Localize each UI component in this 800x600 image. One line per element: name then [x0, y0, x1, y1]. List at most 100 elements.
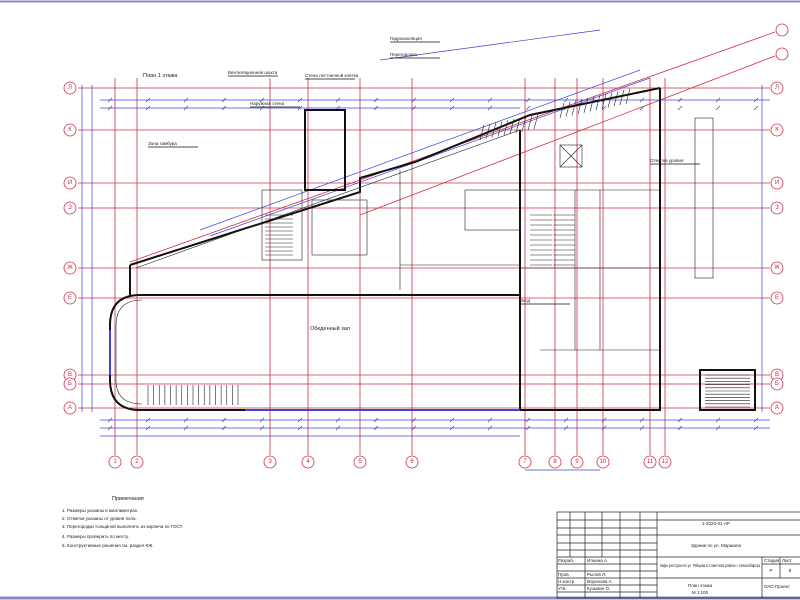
dimension-tick — [715, 105, 721, 111]
callout-label: Зона тамбура — [148, 141, 177, 146]
person-name: Ильина А. — [587, 558, 608, 563]
dimension-tick — [259, 417, 265, 423]
dimension-tick — [525, 97, 531, 103]
note-item: 2. Отметки указаны от уровня пола. — [62, 516, 137, 521]
dimension-tick — [563, 417, 569, 423]
dimension-tick — [259, 97, 265, 103]
row-axis-marker — [770, 123, 784, 137]
column-axis-label: 7 — [523, 459, 527, 465]
dimension-tick — [563, 425, 569, 431]
dimension-tick — [183, 425, 189, 431]
building-plan — [109, 87, 756, 411]
row-axis-label: З — [775, 205, 779, 211]
sheet-label: Лист — [782, 558, 792, 563]
dimension-tick — [145, 97, 151, 103]
dimension-tick — [221, 105, 227, 111]
row-axis-label: З — [68, 205, 72, 211]
dimension-tick — [563, 97, 569, 103]
row-axis-label: Е — [68, 295, 72, 301]
row-axis-marker — [63, 201, 77, 215]
role: Разраб. — [558, 558, 574, 563]
column-axis-label: 5 — [358, 459, 362, 465]
column-axis-label: 2 — [135, 459, 139, 465]
callout-label: Наружная стена — [250, 101, 284, 106]
dimension-tick — [715, 97, 721, 103]
dimension-tick — [411, 417, 417, 423]
dimension-tick — [525, 417, 531, 423]
dimension-tick — [487, 97, 493, 103]
row-axis-marker — [63, 377, 77, 391]
column-axis-label: 1 — [113, 459, 117, 465]
row-axis-marker — [770, 81, 784, 95]
dimension-tick — [601, 417, 607, 423]
dimension-tick — [145, 425, 151, 431]
column-axis-marker — [108, 455, 122, 469]
dimension-tick — [107, 417, 113, 423]
dimension-tick — [183, 105, 189, 111]
column-axis-marker — [405, 455, 419, 469]
column-axis-label: 6 — [410, 459, 414, 465]
dimension-tick — [639, 425, 645, 431]
dimension-tick — [449, 417, 455, 423]
stage-value: Р — [769, 568, 772, 573]
row-axis-marker — [63, 176, 77, 190]
dimension-tick — [297, 425, 303, 431]
dimension-tick — [639, 417, 645, 423]
dimension-tick — [183, 417, 189, 423]
sheet-number: 8 — [789, 568, 792, 573]
row-axis-label: Б — [775, 381, 779, 387]
dimension-tick — [107, 425, 113, 431]
row-axis-label: Л — [775, 85, 779, 91]
row-axis-marker — [770, 377, 784, 391]
dimension-tick — [753, 105, 759, 111]
dimension-tick — [411, 97, 417, 103]
column-axis-marker — [596, 455, 610, 469]
row-axis-marker — [770, 176, 784, 190]
row-axis-label: Е — [775, 295, 779, 301]
dimension-tick — [753, 417, 759, 423]
row-axis-label: А — [68, 405, 72, 411]
dimension-tick — [487, 105, 493, 111]
row-axis-marker — [63, 261, 77, 275]
column-axis-label: 12 — [662, 459, 669, 465]
organization: ОАО Проект — [764, 584, 790, 589]
dimension-tick — [107, 105, 113, 111]
object-name: Здание по ул. Маршала — [691, 543, 742, 548]
row-axis-label: А — [775, 405, 779, 411]
scale: М 1:100 — [692, 590, 709, 595]
dimension-tick — [487, 417, 493, 423]
row-axis-label: И — [775, 180, 779, 186]
dimension-tick — [373, 417, 379, 423]
row-axis-label: Ж — [774, 265, 780, 271]
person-name: Воронова А. — [587, 579, 613, 584]
row-axis-marker — [770, 261, 784, 275]
dimension-tick — [487, 425, 493, 431]
dimension-tick — [715, 417, 721, 423]
column-axis-marker — [130, 455, 144, 469]
row-axis-marker — [770, 291, 784, 305]
dimension-tick — [525, 425, 531, 431]
callout-label: Перегородка — [390, 52, 417, 57]
role: Пров. — [558, 572, 570, 577]
notes-header: Примечания — [112, 496, 144, 502]
column-axis-marker — [643, 455, 657, 469]
note-item: 4. Размеры проверить по месту. — [62, 534, 129, 539]
dimension-tick — [411, 425, 417, 431]
callout-label: Вход — [520, 298, 531, 303]
row-axis-label: В — [775, 372, 779, 378]
plan-title: План 1 этажа — [143, 73, 178, 79]
column-axis-marker — [548, 455, 562, 469]
dimension-tick — [677, 105, 683, 111]
sheet-name: План этажа — [688, 583, 713, 588]
callout-label: Вентиляционная шахта — [228, 70, 278, 75]
role: Н.контр. — [558, 579, 575, 584]
dimension-tick — [753, 97, 759, 103]
note-item: 3. Перегородки толщиной выполнять из кир… — [62, 523, 183, 529]
dimension-tick — [183, 97, 189, 103]
dimension-tick — [373, 425, 379, 431]
column-axis-marker — [570, 455, 584, 469]
dimension-tick — [449, 97, 455, 103]
row-axis-marker — [63, 291, 77, 305]
